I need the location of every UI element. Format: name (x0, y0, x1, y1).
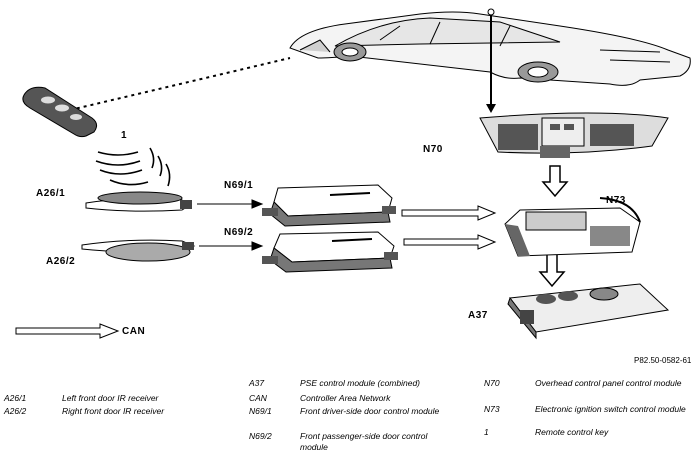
n70-overhead-panel (479, 112, 669, 158)
a37-pse-module (507, 283, 670, 340)
figure-reference: P82.50-0582-61 (634, 356, 692, 365)
legend-code: N70 (484, 378, 500, 388)
n73-ignition-switch (504, 197, 641, 257)
callout-n69-2: N69/2 (224, 227, 254, 238)
legend-code: 1 (484, 427, 489, 437)
legend-code: A26/2 (4, 406, 27, 416)
can-arrows (401, 205, 497, 250)
legend-desc: Overhead control panel control module (535, 378, 682, 388)
legend-desc: Left front door IR receiver (62, 393, 159, 403)
callout-can: CAN (122, 326, 146, 337)
callout-a26-1: A26/1 (36, 188, 66, 199)
callout-n73: N73 (606, 195, 626, 206)
a26-2-receiver (81, 239, 196, 262)
ir-signal-beam (69, 57, 291, 111)
receiver-arrows (197, 199, 264, 251)
callout-n69-1: N69/1 (224, 180, 254, 191)
legend-desc: Right front door IR receiver (62, 406, 165, 416)
block-arrows-down (538, 165, 569, 288)
legend-code: N69/2 (249, 431, 272, 441)
legend-code: N73 (484, 404, 500, 414)
legend-code: A37 (249, 378, 265, 388)
car-to-n70-arrow (486, 8, 496, 113)
legend-code: N69/1 (249, 406, 272, 416)
callout-n70: N70 (423, 144, 443, 155)
n69-1-module (262, 184, 396, 227)
legend-desc: Front passenger-side door control module (300, 431, 428, 452)
legend-desc: Controller Area Network (300, 393, 391, 403)
callout-a26-2: A26/2 (46, 256, 76, 267)
legend-desc: Remote control key (535, 427, 609, 437)
a26-1-receiver (85, 191, 192, 212)
can-legend-arrow (15, 323, 120, 339)
remote-key-illustration (22, 86, 98, 138)
callout-a37: A37 (468, 310, 488, 321)
legend-desc: PSE control module (combined) (300, 378, 421, 388)
legend-desc: Electronic ignition switch control modul… (535, 404, 686, 414)
legend-code: A26/1 (4, 393, 27, 403)
legend-code: CAN (249, 393, 267, 403)
ir-waves (95, 147, 171, 187)
n69-2-module (262, 231, 398, 273)
callout-remote-key: 1 (121, 130, 128, 141)
legend-desc: Front driver-side door control module (300, 406, 440, 416)
